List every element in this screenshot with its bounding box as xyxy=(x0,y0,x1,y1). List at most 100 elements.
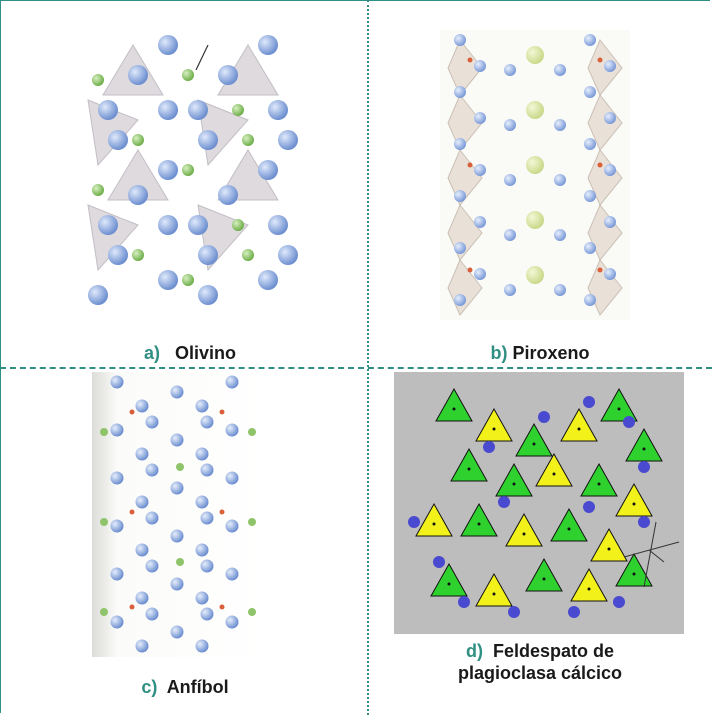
oxygen-atom xyxy=(454,190,466,202)
oxygen-atom xyxy=(454,294,466,306)
oxygen-atom xyxy=(604,112,616,124)
axis-line xyxy=(623,541,680,558)
axis-line xyxy=(648,549,665,563)
oxygen-atom xyxy=(454,34,466,46)
silicon-atom xyxy=(512,482,516,486)
silicon-atom xyxy=(452,407,456,411)
oxygen-atom xyxy=(554,119,566,131)
silicon-atom xyxy=(587,587,591,591)
oxygen-atom xyxy=(158,270,178,290)
oxygen-atom xyxy=(110,423,124,437)
panel-feldespato xyxy=(394,372,684,634)
cation-atom xyxy=(176,463,184,471)
oxygen-atom xyxy=(158,35,178,55)
cation-atom xyxy=(526,46,544,64)
oxygen-atom xyxy=(170,481,184,495)
oxygen-atom xyxy=(195,447,209,461)
panel-anfibol xyxy=(92,372,264,657)
cation-atom xyxy=(132,249,144,261)
oxygen-atom xyxy=(584,294,596,306)
caption-name-b: Piroxeno xyxy=(512,343,590,363)
caption-letter-a: a) xyxy=(143,343,160,363)
silicate-tetrahedron xyxy=(560,407,598,442)
silicate-tetrahedron xyxy=(515,422,553,457)
oxygen-atom xyxy=(258,160,278,180)
cation-atom xyxy=(100,608,108,616)
oxygen-atom xyxy=(108,245,128,265)
oxygen-atom xyxy=(195,591,209,605)
oxygen-atom xyxy=(135,399,149,413)
oxygen-atom xyxy=(225,375,239,389)
silicate-tetrahedron xyxy=(505,512,543,547)
vertical-divider xyxy=(367,0,369,715)
oxygen-atom xyxy=(604,216,616,228)
cation-atom xyxy=(182,69,194,81)
oxygen-atom xyxy=(225,615,239,629)
oxygen-atom xyxy=(98,100,118,120)
oxygen-atom xyxy=(225,567,239,581)
oxygen-atom xyxy=(195,543,209,557)
calcium-atom xyxy=(613,596,625,608)
oxygen-atom xyxy=(454,242,466,254)
oxygen-atom xyxy=(584,242,596,254)
silicon-atom xyxy=(467,467,471,471)
cation-atom xyxy=(176,558,184,566)
oxygen-atom xyxy=(218,65,238,85)
cation-atom xyxy=(132,134,144,146)
oxygen-atom xyxy=(258,35,278,55)
calcium-atom xyxy=(623,416,635,428)
oxygen-atom xyxy=(504,174,516,186)
oxygen-atom xyxy=(474,164,486,176)
cation-atom xyxy=(526,211,544,229)
silicate-tetrahedron xyxy=(415,502,453,537)
caption-piroxeno: b) Piroxeno xyxy=(440,342,640,364)
oxygen-atom xyxy=(145,463,159,477)
calcium-atom xyxy=(483,441,495,453)
oxygen-atom xyxy=(454,86,466,98)
pointer-line xyxy=(195,44,209,71)
axis-line xyxy=(643,521,657,588)
oxygen-atom xyxy=(145,511,159,525)
silicon-atom xyxy=(477,522,481,526)
cation-atom xyxy=(100,518,108,526)
silicate-tetrahedron xyxy=(475,572,513,607)
caption-name-a: Olivino xyxy=(175,343,237,363)
caption-letter-d: d) xyxy=(465,641,483,661)
caption-letter-b: b) xyxy=(490,343,508,363)
calcium-atom xyxy=(433,556,445,568)
oxygen-atom xyxy=(135,639,149,653)
silicon-atom xyxy=(467,57,473,63)
cation-atom xyxy=(248,518,256,526)
horizontal-divider xyxy=(0,367,712,369)
silicate-tetrahedron xyxy=(587,259,623,316)
silicon-atom xyxy=(129,604,135,610)
silicate-tetrahedron xyxy=(525,557,563,592)
oxygen-atom xyxy=(170,433,184,447)
caption-name-d-line1: Feldespato de xyxy=(492,641,615,661)
piroxeno-structure-diagram xyxy=(440,30,630,320)
calcium-atom xyxy=(508,606,520,618)
silicon-atom xyxy=(129,509,135,515)
caption-olivino: a) Olivino xyxy=(100,342,280,364)
calcium-atom xyxy=(458,596,470,608)
oxygen-atom xyxy=(110,615,124,629)
oxygen-atom xyxy=(200,511,214,525)
calcium-atom xyxy=(408,516,420,528)
cation-atom xyxy=(248,608,256,616)
oxygen-atom xyxy=(145,607,159,621)
silicon-atom xyxy=(219,409,225,415)
oxygen-atom xyxy=(278,245,298,265)
silicate-tetrahedron xyxy=(570,567,608,602)
oxygen-atom xyxy=(110,519,124,533)
panel-background xyxy=(92,372,264,657)
oxygen-atom xyxy=(554,229,566,241)
silicon-atom xyxy=(492,592,496,596)
silicon-atom xyxy=(597,57,603,63)
oxygen-atom xyxy=(88,285,108,305)
silicon-atom xyxy=(577,427,581,431)
silicon-atom xyxy=(597,267,603,273)
oxygen-atom xyxy=(135,447,149,461)
oxygen-atom xyxy=(158,215,178,235)
caption-anfibol: c) Anfíbol xyxy=(90,676,280,698)
